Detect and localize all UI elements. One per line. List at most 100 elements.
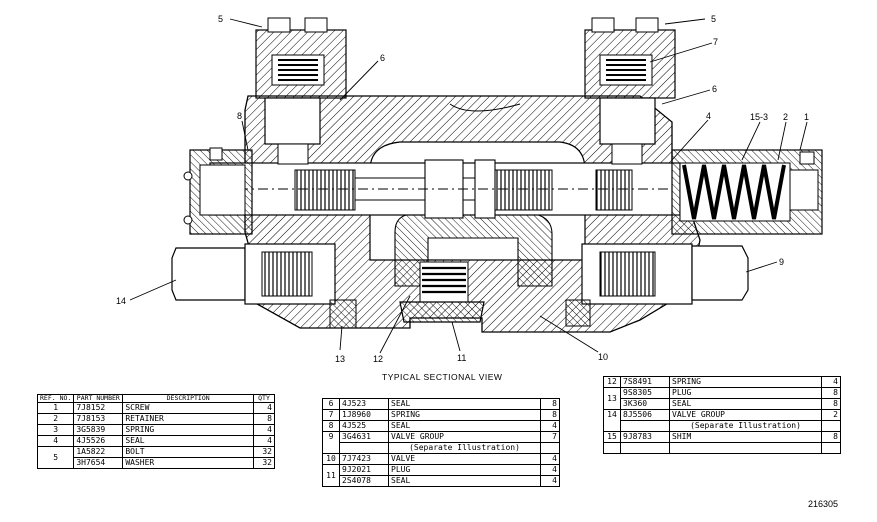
part-cell: 4J5526: [73, 435, 124, 447]
part-cell: 9S8305: [620, 387, 670, 399]
qty-cell: 7: [540, 431, 560, 443]
callout-9: 9: [779, 257, 784, 267]
part-cell: [339, 442, 389, 454]
ref-cell: 13: [603, 387, 621, 410]
part-cell: 3G5839: [73, 424, 124, 436]
description-header: DESCRIPTION: [122, 394, 254, 403]
part-cell: 7J8152: [73, 402, 124, 414]
qty-cell: 8: [540, 409, 560, 421]
part-cell: 9J8783: [620, 431, 670, 443]
desc-cell: SHIM: [669, 431, 822, 443]
leader-lines: [129, 18, 808, 354]
part-cell: 1A5822: [73, 446, 124, 458]
part-cell: 3H7654: [73, 457, 124, 469]
ref-cell: 1: [36, 402, 75, 414]
part-header: PART NUMBER: [73, 394, 124, 403]
qty-cell: [821, 420, 841, 432]
desc-cell: SPRING: [388, 409, 541, 421]
desc-cell: VALVE GROUP: [388, 431, 541, 443]
callout-6-right: 6: [712, 84, 717, 94]
qty-cell: 32: [253, 457, 275, 469]
ref-cell: 12: [603, 376, 621, 388]
callout-labels: 5 5 7 6 6 8 4 15-3 2 1 9 14 13 12 11 10: [116, 14, 809, 364]
ref-cell: 2: [36, 413, 75, 425]
figure-caption: TYPICAL SECTIONAL VIEW: [382, 372, 503, 382]
desc-note-cell: (Separate Illustration): [388, 442, 541, 454]
qty-cell: 4: [253, 435, 275, 447]
desc-cell: PLUG: [388, 464, 541, 476]
part-cell: 4J525: [339, 420, 389, 432]
left-port-valve: [171, 243, 357, 329]
bottom-plug: [399, 261, 485, 323]
callout-7: 7: [713, 37, 718, 47]
part-cell: 9J2021: [339, 464, 389, 476]
qty-cell: 8: [821, 431, 841, 443]
qty-cell: 8: [253, 413, 275, 425]
qty-cell: 4: [540, 453, 560, 465]
qty-cell: 32: [253, 446, 275, 458]
table-row: [603, 442, 841, 454]
desc-cell: SEAL: [388, 420, 541, 432]
callout-14: 14: [116, 296, 126, 306]
qty-cell: 8: [540, 398, 560, 410]
part-cell: 3K360: [620, 398, 670, 410]
part-cell: 7S8491: [620, 376, 670, 388]
ref-cell: 14: [603, 409, 621, 432]
qty-cell: 8: [821, 398, 841, 410]
ref-cell: 11: [322, 464, 340, 487]
part-cell: 4J523: [339, 398, 389, 410]
ref-cell: 8: [322, 420, 340, 432]
ref-cell: 10: [322, 453, 340, 465]
spool-bore: [209, 159, 681, 219]
ref-cell: 5: [36, 446, 75, 469]
qty-cell: 4: [540, 464, 560, 476]
callout-6-left: 6: [380, 53, 385, 63]
callout-12: 12: [373, 354, 383, 364]
desc-cell: SEAL: [669, 398, 822, 410]
ref-cell: 15: [603, 431, 621, 443]
ref-header: REF. NO.: [36, 394, 75, 403]
desc-cell: PLUG: [669, 387, 822, 399]
desc-cell: SEAL: [388, 475, 541, 487]
desc-cell: SEAL: [388, 398, 541, 410]
desc-cell: RETAINER: [122, 413, 254, 425]
ref-cell: 9: [322, 431, 340, 454]
qty-cell: 2: [821, 409, 841, 421]
table-row: (Separate Illustration): [604, 420, 841, 432]
desc-cell: SPRING: [122, 424, 254, 436]
qty-cell: 8: [821, 387, 841, 399]
desc-cell: BOLT: [122, 446, 254, 458]
left-end-cap: [183, 147, 253, 235]
callout-1: 1: [804, 112, 809, 122]
callout-11: 11: [457, 353, 466, 363]
callout-5-left: 5: [218, 14, 223, 24]
right-spring-housing: [671, 149, 823, 235]
part-cell: 3G4631: [339, 431, 389, 443]
desc-cell: WASHER: [122, 457, 254, 469]
part-cell: 1J8960: [339, 409, 389, 421]
callout-15-3: 15-3: [750, 112, 768, 122]
ref-cell: 6: [322, 398, 340, 410]
ref-cell: 7: [322, 409, 340, 421]
desc-cell: SPRING: [669, 376, 822, 388]
desc-cell: VALVE GROUP: [669, 409, 822, 421]
desc-note-cell: (Separate Illustration): [669, 420, 822, 432]
right-cap-assembly: [584, 17, 676, 165]
